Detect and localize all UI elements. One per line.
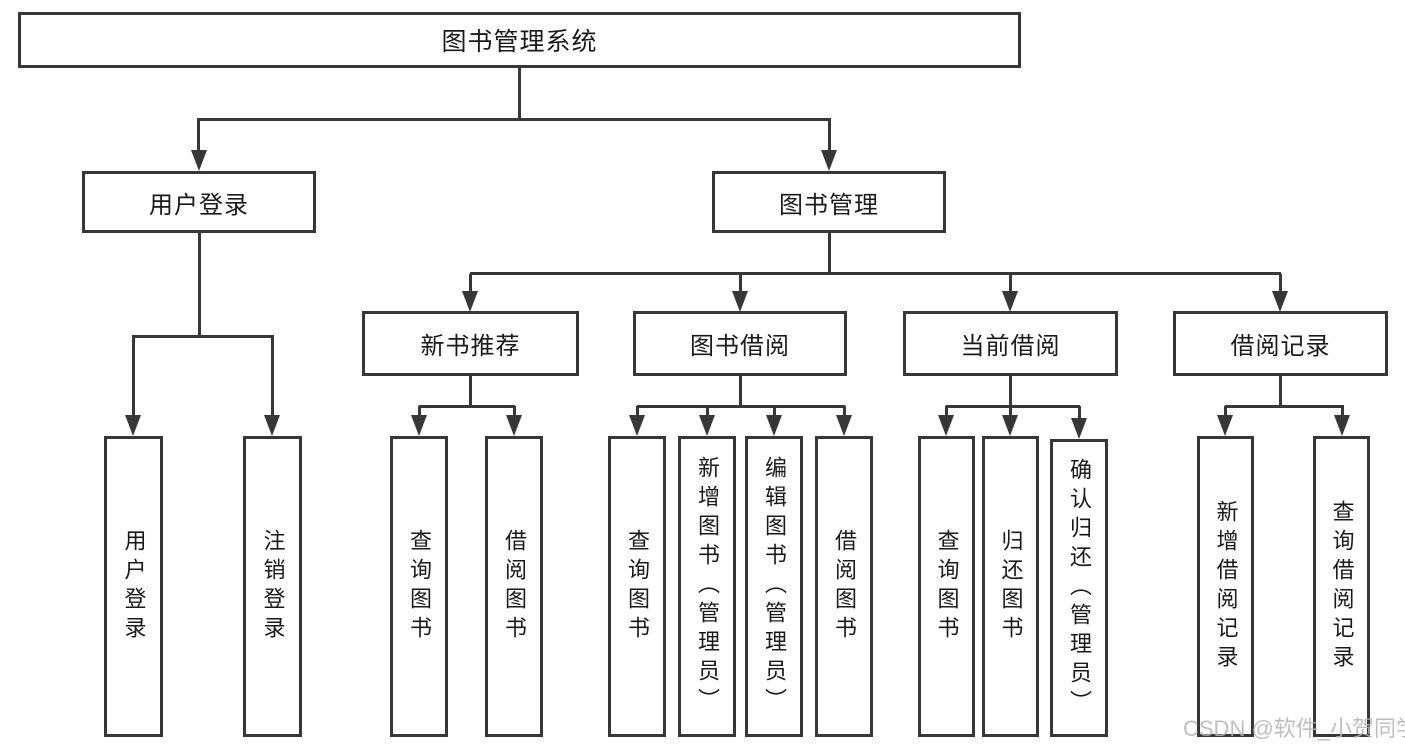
connector-drop-leaf-user-login: [132, 337, 135, 416]
arrowhead-borrow-query: [629, 415, 645, 436]
node-label: 图书借阅: [690, 333, 790, 360]
node-label: 编辑图书（管理员）: [762, 456, 787, 717]
leaf-current-confirm-return-admin: 确认归还（管理员）: [1050, 439, 1108, 737]
node-new-book-recommend: 新书推荐: [362, 311, 579, 376]
arrowhead-records-query: [1334, 415, 1350, 436]
arrowhead-borrow-edit: [766, 415, 782, 436]
node-label: 查询图书: [407, 528, 432, 645]
node-current-borrow: 当前借阅: [903, 311, 1118, 376]
node-label: 新书推荐: [420, 333, 521, 360]
node-label: 查询图书: [934, 528, 960, 645]
connector-drop-current-confirm: [1078, 406, 1081, 420]
leaf-borrow-borrow-books: 借阅图书: [815, 436, 873, 737]
connector-drop-leaf-logout: [271, 337, 274, 416]
node-label: 确认归还（管理员）: [1067, 457, 1092, 719]
connector-recommend-bar: [419, 405, 515, 408]
leaf-current-return-books: 归还图书: [982, 436, 1039, 737]
connector-drop-book-borrow: [739, 274, 742, 293]
connector-drop-records-query: [1341, 406, 1344, 417]
node-book-management: 图书管理: [712, 171, 946, 233]
connector-user-login-bar: [132, 335, 274, 338]
connector-recommend-stem: [469, 374, 472, 406]
connector-records-stem: [1279, 374, 1282, 406]
connector-drop-borrow-query: [636, 406, 639, 417]
connector-root-bar: [197, 118, 830, 121]
arrowhead-current-query: [938, 415, 954, 436]
node-label: 图书管理系统: [441, 28, 598, 56]
connector-drop-borrow-borrow: [843, 406, 846, 417]
connector-book-management-stem: [828, 231, 831, 273]
csdn-watermark: CSDN @软件_小贺同学: [1183, 716, 1405, 741]
connector-drop-user-login: [197, 118, 200, 152]
leaf-logout: 注销登录: [243, 436, 302, 737]
arrowhead-book-borrow: [732, 291, 748, 312]
connector-current-stem: [1009, 374, 1012, 406]
connector-root-stem: [518, 66, 521, 118]
connector-drop-records-add: [1224, 406, 1227, 417]
node-borrow-records: 借阅记录: [1173, 311, 1388, 376]
connector-drop-book-management: [828, 118, 831, 152]
connector-drop-borrow-add: [706, 406, 709, 417]
leaf-records-add-record: 新增借阅记录: [1197, 436, 1254, 737]
arrowhead-user-login: [191, 150, 207, 171]
node-label: 用户登录: [149, 191, 249, 219]
arrowhead-borrow-add: [699, 415, 715, 436]
connector-borrow-bar: [637, 405, 845, 408]
node-label: 查询借阅记录: [1329, 499, 1355, 674]
leaf-current-query-books: 查询图书: [918, 436, 975, 737]
node-book-borrow: 图书借阅: [633, 311, 847, 376]
connector-drop-recommend-borrow: [513, 406, 516, 417]
connector-drop-current-return: [1009, 406, 1012, 417]
leaf-recommend-borrow-books: 借阅图书: [485, 436, 543, 737]
node-label: 归还图书: [998, 528, 1024, 645]
connector-drop-new-book-recommend: [469, 274, 472, 293]
leaf-borrow-query-books: 查询图书: [608, 436, 666, 737]
connector-drop-recommend-query: [418, 406, 421, 417]
node-label: 借阅图书: [502, 528, 527, 645]
connector-drop-borrow-records: [1279, 274, 1282, 293]
node-label: 当前借阅: [960, 333, 1061, 360]
leaf-user-login: 用户登录: [104, 436, 163, 737]
connector-borrow-stem: [739, 374, 742, 406]
node-label: 注销登录: [260, 528, 286, 645]
node-label: 图书管理: [779, 191, 879, 219]
leaf-borrow-add-books-admin: 新增图书（管理员）: [678, 436, 736, 737]
node-label: 借阅图书: [832, 528, 857, 645]
connector-current-bar: [946, 405, 1080, 408]
leaf-recommend-query-books: 查询图书: [390, 436, 448, 737]
arrowhead-current-confirm: [1071, 418, 1087, 439]
arrowhead-current-return: [1002, 415, 1018, 436]
arrowhead-recommend-query: [411, 415, 427, 436]
node-label: 新增借阅记录: [1213, 499, 1239, 674]
arrowhead-leaf-user-login: [125, 415, 141, 436]
arrowhead-records-add: [1217, 415, 1233, 436]
connector-records-bar: [1225, 405, 1344, 408]
node-label: 用户登录: [121, 528, 147, 645]
connector-drop-current-query: [945, 406, 948, 417]
arrowhead-borrow-records: [1272, 291, 1288, 312]
arrowhead-new-book-recommend: [462, 291, 478, 312]
connector-user-login-stem: [198, 231, 201, 335]
leaf-borrow-edit-books-admin: 编辑图书（管理员）: [745, 436, 803, 737]
node-label: 查询图书: [625, 528, 650, 645]
arrowhead-recommend-borrow: [506, 415, 522, 436]
node-label: 借阅记录: [1230, 333, 1331, 360]
node-label: 新增图书（管理员）: [695, 456, 720, 717]
connector-book-management-bar: [470, 272, 1281, 275]
arrowhead-book-management: [821, 150, 837, 171]
connector-drop-borrow-edit: [773, 406, 776, 417]
node-library-management-system: 图书管理系统: [18, 12, 1021, 68]
arrowhead-leaf-logout: [264, 415, 280, 436]
arrowhead-current-borrow: [1002, 291, 1018, 312]
node-user-login: 用户登录: [82, 171, 316, 233]
arrowhead-borrow-borrow: [836, 415, 852, 436]
leaf-records-query-record: 查询借阅记录: [1313, 436, 1370, 737]
connector-drop-current-borrow: [1009, 274, 1012, 293]
